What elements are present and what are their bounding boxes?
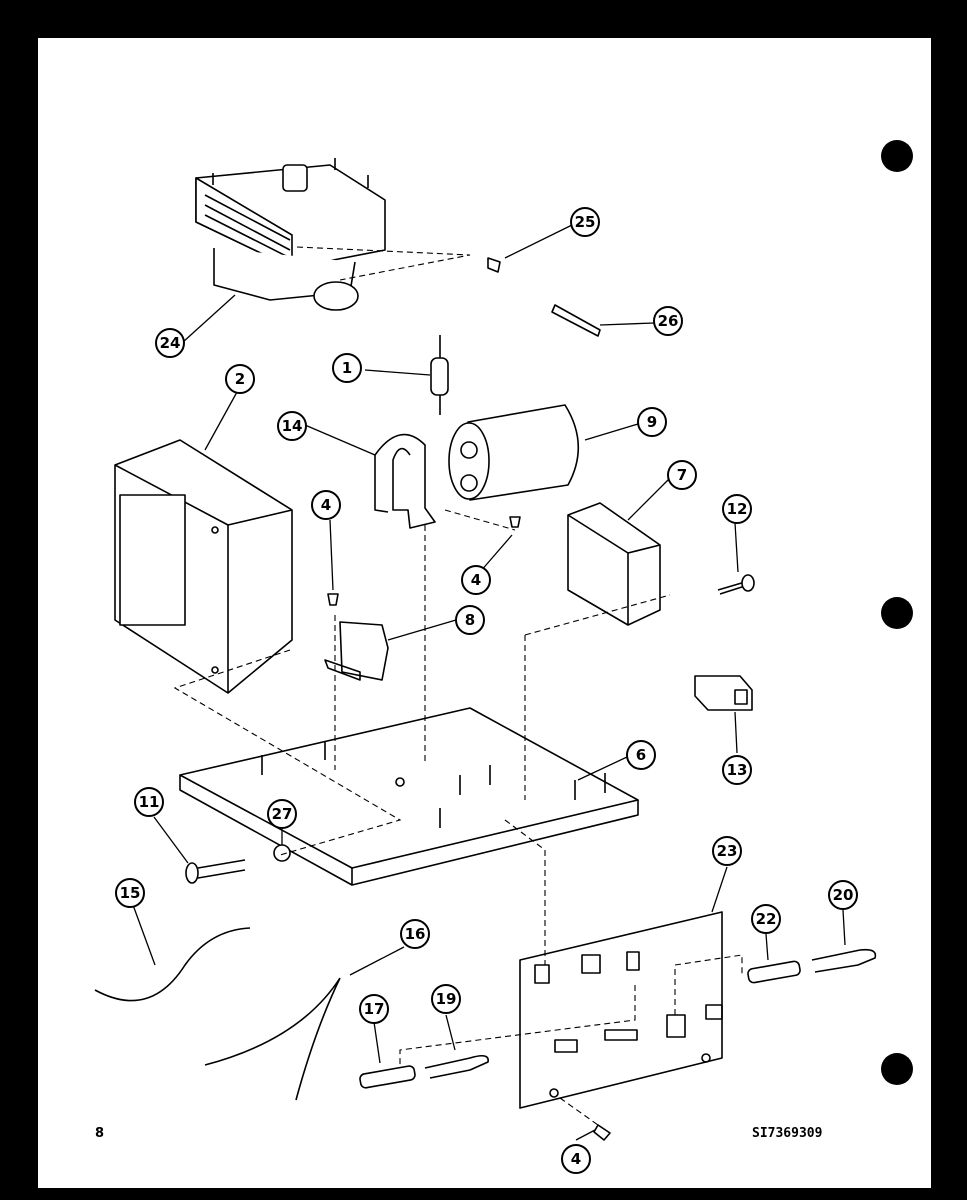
callout-bubble [134, 787, 164, 817]
callout-number: 15 [120, 884, 141, 902]
callout-number: 8 [465, 611, 475, 629]
callout-bubble [455, 605, 485, 635]
assembly-lines [173, 246, 743, 1126]
terminal-26-part [551, 304, 601, 337]
callout-number: 2 [235, 370, 245, 388]
callout-bubble [637, 407, 667, 437]
callout-bubble [311, 490, 341, 520]
callout-bubble [653, 306, 683, 336]
base-plate-part [179, 707, 639, 886]
page-number: 8 [95, 1126, 105, 1141]
magnetron-part [195, 158, 386, 311]
washer-part [273, 844, 291, 862]
callout-number: 7 [677, 466, 687, 484]
callout-bubble [626, 740, 656, 770]
callout-number: 17 [364, 1000, 385, 1018]
fuse-holder-part [324, 621, 389, 681]
callout-number: 4 [571, 1150, 581, 1168]
callout-number: 13 [727, 761, 748, 779]
callout-bubble [722, 494, 752, 524]
wire-lead-15-part [94, 927, 251, 1002]
board-screw-part [593, 1124, 611, 1141]
callout-bubble [431, 984, 461, 1014]
callout-number: 23 [717, 842, 738, 860]
callout-number: 27 [272, 805, 293, 823]
punch-hole-middle [881, 597, 913, 629]
fastener-25-part [487, 257, 501, 273]
callout-bubble [400, 919, 430, 949]
spare-fuse-part [747, 948, 877, 984]
callout-bubble [712, 836, 742, 866]
callout-number: 19 [436, 990, 457, 1008]
callout-bubble [267, 799, 297, 829]
wire-harness-16-part [204, 977, 341, 1101]
hv-transformer-part [114, 439, 293, 694]
callout-number: 4 [471, 571, 481, 589]
callout-number: 16 [405, 925, 426, 943]
callout-bubble [332, 353, 362, 383]
leader-lines [132, 224, 846, 1141]
callout-bubble [155, 328, 185, 358]
small-screw-part [509, 516, 521, 528]
connector-block-part [694, 675, 753, 711]
callout-number: 14 [282, 417, 303, 435]
callout-bubble [359, 994, 389, 1024]
callout-bubble [561, 1144, 591, 1174]
callout-number: 25 [575, 213, 596, 231]
capacitor-bracket-part [374, 433, 436, 529]
callout-number: 20 [833, 886, 854, 904]
callout-number: 26 [658, 312, 679, 330]
choke-coil-part [567, 502, 661, 626]
screw-part [717, 574, 755, 595]
callout-number: 6 [636, 746, 646, 764]
callout-bubble [277, 411, 307, 441]
callout-number: 11 [139, 793, 160, 811]
callout-number: 22 [756, 910, 777, 928]
callout-number: 1 [342, 359, 352, 377]
small-screw-part [327, 593, 339, 606]
callout-bubble [722, 755, 752, 785]
punch-hole-top [881, 140, 913, 172]
fuse-part [359, 1054, 489, 1089]
callout-bubble [115, 878, 145, 908]
callout-bubble [751, 904, 781, 934]
drawing-id: SI7369309 [752, 1126, 823, 1141]
punch-hole-bottom [881, 1053, 913, 1085]
diode-part [430, 335, 449, 415]
callout-bubble [461, 565, 491, 595]
callout-bubble [570, 207, 600, 237]
callout-number: 9 [647, 413, 657, 431]
callout-number: 4 [321, 496, 331, 514]
mounting-screw-part [185, 859, 246, 884]
hv-capacitor-part [448, 404, 580, 501]
callout-bubble [225, 364, 255, 394]
callout-bubble [828, 880, 858, 910]
callout-number: 12 [727, 500, 748, 518]
callout-bubble [667, 460, 697, 490]
control-board-part [519, 911, 723, 1109]
callout-number: 24 [160, 334, 181, 352]
